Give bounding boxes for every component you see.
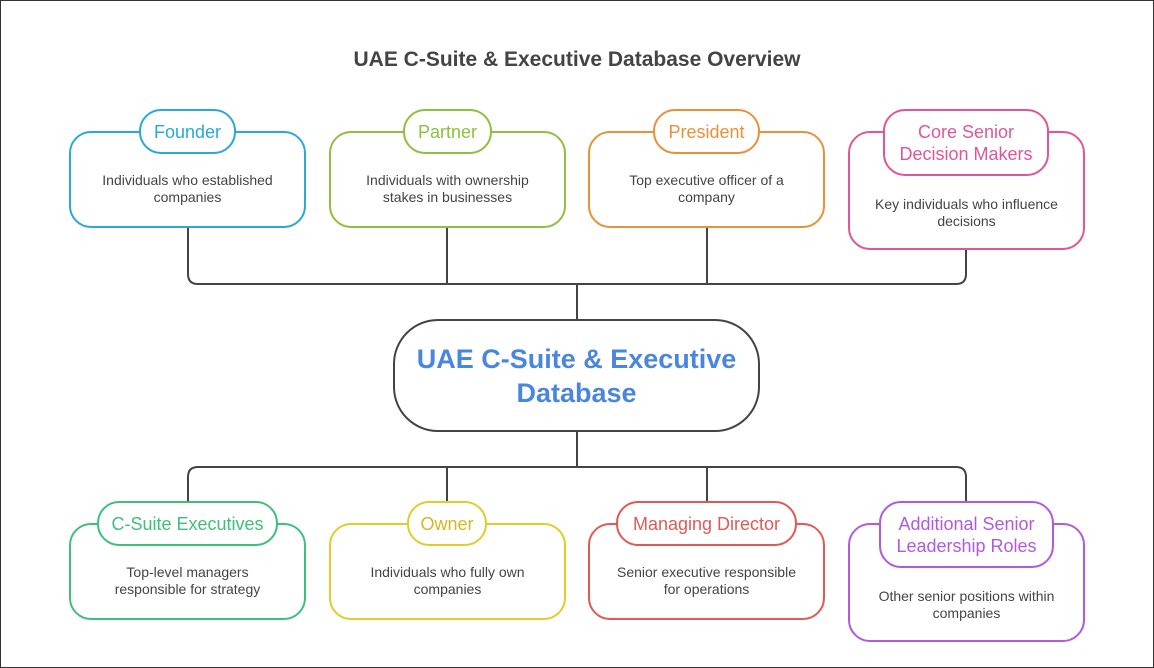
top-connector xyxy=(187,228,967,319)
owner-label: Owner xyxy=(407,501,487,546)
managing-director-label: Managing Director xyxy=(616,501,797,546)
founder-label: Founder xyxy=(139,109,236,154)
csuite-label: C-Suite Executives xyxy=(97,501,278,546)
president-label: President xyxy=(653,109,760,154)
partner-label: Partner xyxy=(403,109,492,154)
bottom-connector xyxy=(187,432,967,523)
diagram-title: UAE C-Suite & Executive Database Overvie… xyxy=(353,48,801,71)
additional-roles-label: Additional Senior Leadership Roles xyxy=(879,501,1054,568)
center-node: UAE C-Suite & Executive Database xyxy=(393,319,760,432)
president-card: Top executive officer of a company xyxy=(588,131,825,228)
core-decision-makers-label: Core Senior Decision Makers xyxy=(883,109,1049,176)
